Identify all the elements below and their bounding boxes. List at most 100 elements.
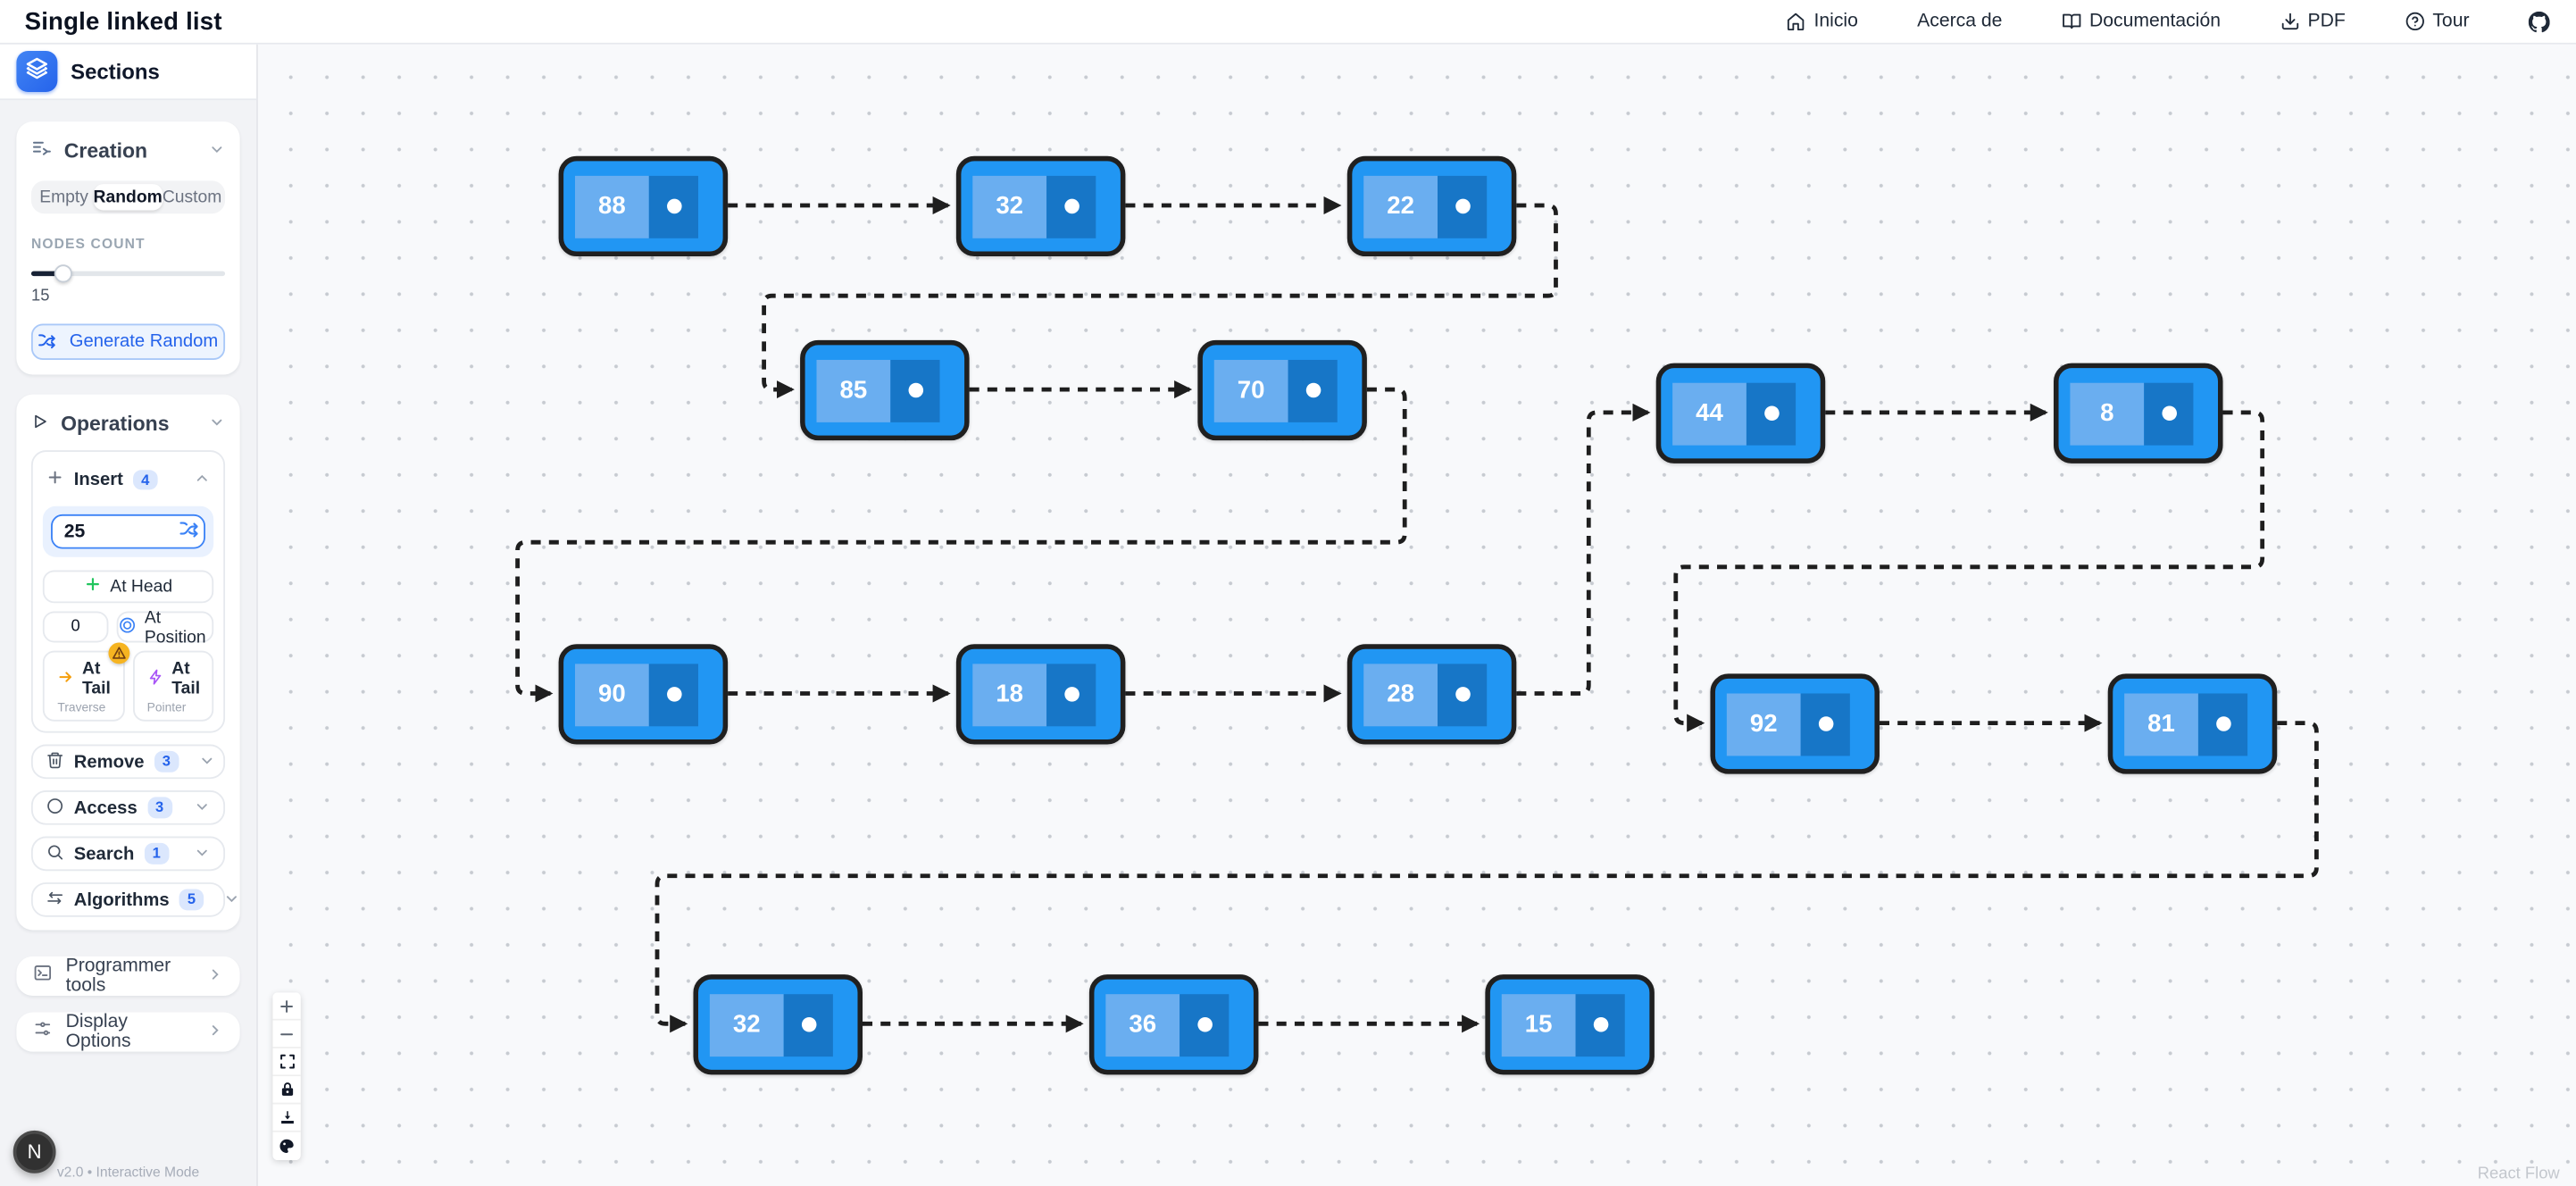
page-title: Single linked list: [24, 7, 222, 36]
chevron-down-icon: [209, 409, 225, 438]
plus-icon: [84, 575, 102, 598]
pointer-dot: [1196, 1016, 1212, 1032]
sidebar-scroll[interactable]: Creation Empty Random Custom NODES COUNT…: [0, 102, 256, 1186]
nav-documentacion[interactable]: Documentación: [2062, 12, 2221, 31]
node-value: 18: [972, 663, 1047, 726]
search-group[interactable]: Search 1: [30, 836, 226, 872]
avatar[interactable]: N: [13, 1130, 56, 1173]
programmer-tools-card[interactable]: Programmer tools: [16, 956, 240, 997]
algorithms-label: Algorithms: [73, 890, 170, 910]
creation-mode-tabs: Empty Random Custom: [30, 180, 226, 214]
plus-icon: [46, 465, 64, 495]
search-label: Search: [73, 843, 135, 864]
top-bar: Single linked list Inicio Acerca de Docu…: [0, 0, 2576, 45]
node-value: 15: [1501, 993, 1576, 1057]
search-badge: 1: [144, 843, 170, 864]
list-node[interactable]: 92: [1710, 673, 1880, 774]
pointer-dot: [1817, 716, 1833, 731]
insert-title: Insert: [73, 470, 123, 490]
nav-inicio[interactable]: Inicio: [1786, 12, 1858, 31]
list-node[interactable]: 85: [800, 339, 970, 441]
insert-value-field[interactable]: [51, 514, 205, 549]
sidebar: Sections Creation Empty Random Custom NO…: [0, 44, 258, 1186]
pointer-dot: [666, 198, 681, 214]
node-value: 36: [1105, 993, 1180, 1057]
at-tail-traverse-sublabel: Traverse: [57, 699, 106, 715]
tab-empty[interactable]: Empty: [39, 187, 88, 207]
node-pointer: [1575, 993, 1625, 1057]
nav-tour[interactable]: Tour: [2405, 12, 2470, 31]
nav-label: Acerca de: [1917, 11, 2003, 31]
node-pointer: [1046, 174, 1096, 238]
list-node[interactable]: 8: [2054, 363, 2223, 464]
position-input[interactable]: [42, 611, 109, 643]
insert-header[interactable]: Insert 4: [43, 462, 213, 495]
list-node[interactable]: 28: [1346, 644, 1517, 745]
display-options-label: Display Options: [65, 1012, 131, 1052]
slider-track: [30, 271, 226, 277]
list-node[interactable]: 32: [955, 155, 1126, 257]
node-pointer: [2197, 692, 2248, 756]
operations-header[interactable]: Operations: [31, 409, 225, 438]
zap-icon: [147, 668, 163, 689]
remove-badge: 3: [154, 751, 179, 773]
node-value: 22: [1363, 174, 1438, 238]
node-value: 28: [1363, 663, 1438, 726]
zoom-out-button[interactable]: [272, 1020, 301, 1048]
node-pointer: [890, 359, 940, 422]
list-node[interactable]: 81: [2107, 673, 2278, 774]
nodes-count-label: NODES COUNT: [30, 235, 146, 252]
insert-at-tail-pointer-button[interactable]: At Tail Pointer: [132, 650, 214, 722]
download-image-button[interactable]: [272, 1104, 301, 1132]
list-node[interactable]: 90: [558, 644, 729, 745]
fit-view-button[interactable]: [272, 1048, 301, 1077]
download-icon: [2280, 12, 2299, 31]
insert-at-tail-traverse-button[interactable]: At Tail Traverse: [42, 642, 129, 722]
slider-fill: [30, 271, 63, 277]
pointer-dot: [1455, 687, 1470, 702]
chevron-down-icon: [194, 839, 210, 868]
zoom-in-button[interactable]: [272, 992, 301, 1021]
chevron-up-icon: [194, 465, 210, 495]
node-pointer: [1438, 174, 1488, 238]
pointer-dot: [2161, 405, 2177, 422]
algorithms-group[interactable]: Algorithms 5: [30, 882, 238, 917]
tab-random[interactable]: Random: [93, 184, 163, 211]
list-node[interactable]: 88: [558, 155, 729, 257]
chevron-down-icon: [209, 137, 225, 166]
pointer-dot: [1592, 1016, 1608, 1032]
insert-tail-row: At Tail Traverse At Tail Pointer: [42, 642, 214, 722]
nav-acerca-de[interactable]: Acerca de: [1917, 12, 2002, 31]
nav-pdf[interactable]: PDF: [2280, 12, 2346, 31]
display-options-card[interactable]: Display Options: [16, 1012, 240, 1052]
insert-at-head-button[interactable]: At Head: [42, 570, 214, 604]
help-circle-icon: [2405, 12, 2424, 31]
list-node[interactable]: 32: [693, 974, 863, 1075]
shuffle-icon[interactable]: [179, 517, 201, 547]
remove-group[interactable]: Remove 3: [30, 744, 226, 780]
list-node[interactable]: 15: [1485, 974, 1655, 1075]
github-link[interactable]: [2528, 10, 2550, 32]
sidebar-header: Sections: [0, 44, 257, 101]
nodes-count-slider[interactable]: [30, 264, 226, 283]
insert-value-input[interactable]: [63, 522, 179, 542]
list-node[interactable]: 22: [1346, 155, 1517, 257]
list-node[interactable]: 18: [955, 644, 1126, 745]
slider-thumb[interactable]: [54, 264, 72, 283]
list-node[interactable]: 44: [1655, 363, 1826, 464]
list-node[interactable]: 36: [1088, 974, 1259, 1075]
lock-button[interactable]: [272, 1076, 301, 1105]
node-pointer: [1800, 692, 1850, 756]
insert-at-position-button[interactable]: At Position: [116, 607, 214, 647]
github-icon: [2528, 10, 2550, 32]
list-node[interactable]: 70: [1197, 339, 1367, 441]
generate-random-button[interactable]: Generate Random: [30, 323, 226, 360]
access-group[interactable]: Access 3: [30, 790, 226, 825]
node-pointer: [1288, 359, 1338, 422]
tab-custom[interactable]: Custom: [162, 187, 222, 207]
creation-header[interactable]: Creation: [31, 137, 225, 166]
palette-button[interactable]: [272, 1132, 301, 1161]
book-icon: [2062, 12, 2081, 31]
